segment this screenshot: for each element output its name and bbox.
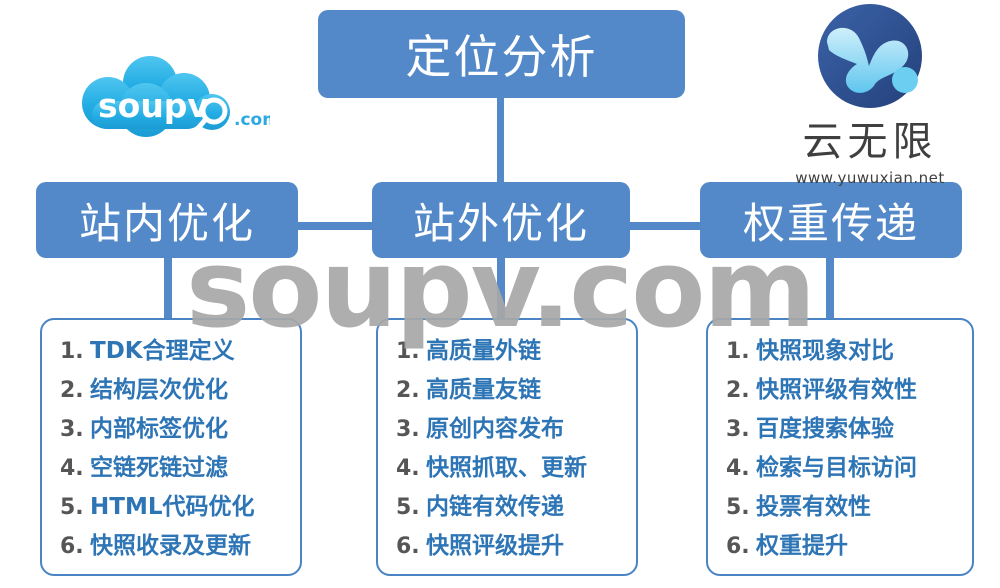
node-onsite-optimization[interactable]: 站内优化 <box>36 182 298 258</box>
soupv-suffix: .com <box>234 110 270 130</box>
list-item[interactable]: 4. 空链死链过滤 <box>42 448 300 487</box>
list-item-number: 2. <box>60 378 84 403</box>
list-item-label: 结构层次优化 <box>90 377 228 403</box>
list-item-number: 2. <box>396 378 420 403</box>
list-item-number: 6. <box>726 534 750 559</box>
yuwuxian-circle-icon <box>818 4 922 108</box>
list-item-number: 6. <box>396 534 420 559</box>
list-item-label: 权重提升 <box>756 533 848 559</box>
list-item-number: 1. <box>396 339 420 364</box>
list-item[interactable]: 2. 快照评级有效性 <box>708 370 972 409</box>
list-item[interactable]: 1. 高质量外链 <box>378 331 636 370</box>
connector-branch-right <box>826 222 834 322</box>
list-item[interactable]: 1. TDK合理定义 <box>42 331 300 370</box>
list-item[interactable]: 1. 快照现象对比 <box>708 331 972 370</box>
list-item-label: 内链有效传递 <box>426 494 564 520</box>
list-item-label: HTML代码优化 <box>90 494 255 520</box>
list-item[interactable]: 6. 快照评级提升 <box>378 526 636 565</box>
connector-branch-center <box>497 250 505 322</box>
node-weight-transfer[interactable]: 权重传递 <box>700 182 962 258</box>
yuwuxian-url: www.yuwuxian.net <box>795 169 945 187</box>
list-item[interactable]: 3. 内部标签优化 <box>42 409 300 448</box>
list-item-label: 快照现象对比 <box>756 338 894 364</box>
list-item-number: 5. <box>60 495 84 520</box>
connector-title-to-branches <box>497 96 504 188</box>
list-item-label: 检索与目标访问 <box>756 455 917 481</box>
node-offsite-optimization[interactable]: 站外优化 <box>372 182 630 258</box>
list-item-number: 3. <box>60 417 84 442</box>
list-item-label: 高质量友链 <box>426 377 541 403</box>
offsite-optimization-list: 1. 高质量外链 2. 高质量友链 3. 原创内容发布 4. 快照抓取、更新 5… <box>376 318 638 576</box>
list-item-label: 百度搜索体验 <box>756 416 894 442</box>
list-item[interactable]: 5. 投票有效性 <box>708 487 972 526</box>
list-item[interactable]: 6. 快照收录及更新 <box>42 526 300 565</box>
list-item-number: 3. <box>726 417 750 442</box>
list-item-label: 高质量外链 <box>426 338 541 364</box>
yuwuxian-logo: 云无限 www.yuwuxian.net <box>755 4 985 187</box>
list-item-number: 4. <box>396 456 420 481</box>
yuwuxian-brand-name: 云无限 <box>802 119 938 165</box>
list-item[interactable]: 5. 内链有效传递 <box>378 487 636 526</box>
soupv-logo: soupv .com <box>62 55 280 150</box>
list-item-number: 5. <box>396 495 420 520</box>
list-item[interactable]: 3. 百度搜索体验 <box>708 409 972 448</box>
list-item-number: 6. <box>60 534 84 559</box>
list-item-label: 原创内容发布 <box>426 416 564 442</box>
list-item[interactable]: 3. 原创内容发布 <box>378 409 636 448</box>
list-item[interactable]: 4. 快照抓取、更新 <box>378 448 636 487</box>
node-positioning-analysis[interactable]: 定位分析 <box>318 10 685 98</box>
list-item-number: 1. <box>726 339 750 364</box>
list-item-number: 5. <box>726 495 750 520</box>
list-item-number: 1. <box>60 339 84 364</box>
list-item[interactable]: 2. 高质量友链 <box>378 370 636 409</box>
list-item-label: 空链死链过滤 <box>90 455 228 481</box>
node-label: 站内优化 <box>78 198 255 248</box>
list-item[interactable]: 6. 权重提升 <box>708 526 972 565</box>
node-label: 站外优化 <box>412 198 589 248</box>
soupv-wordmark: soupv <box>98 86 209 125</box>
node-label: 定位分析 <box>405 30 598 84</box>
list-item[interactable]: 5. HTML代码优化 <box>42 487 300 526</box>
list-item-label: 快照评级提升 <box>426 533 564 559</box>
list-item-label: 投票有效性 <box>756 494 871 520</box>
list-item-label: TDK合理定义 <box>90 338 235 364</box>
list-item-label: 快照评级有效性 <box>756 377 917 403</box>
list-item-number: 2. <box>726 378 750 403</box>
weight-transfer-list: 1. 快照现象对比 2. 快照评级有效性 3. 百度搜索体验 4. 检索与目标访… <box>706 318 974 576</box>
list-item-number: 4. <box>726 456 750 481</box>
list-item-number: 3. <box>396 417 420 442</box>
magnifier-icon <box>196 97 228 130</box>
list-item-label: 内部标签优化 <box>90 416 228 442</box>
connector-branch-left <box>164 222 172 322</box>
list-item-label: 快照收录及更新 <box>90 533 251 559</box>
list-item[interactable]: 4. 检索与目标访问 <box>708 448 972 487</box>
node-label: 权重传递 <box>742 198 919 248</box>
onsite-optimization-list: 1. TDK合理定义 2. 结构层次优化 3. 内部标签优化 4. 空链死链过滤… <box>40 318 302 576</box>
list-item[interactable]: 2. 结构层次优化 <box>42 370 300 409</box>
list-item-number: 4. <box>60 456 84 481</box>
list-item-label: 快照抓取、更新 <box>426 455 587 481</box>
soupv-cloud-icon: soupv .com <box>82 56 280 137</box>
